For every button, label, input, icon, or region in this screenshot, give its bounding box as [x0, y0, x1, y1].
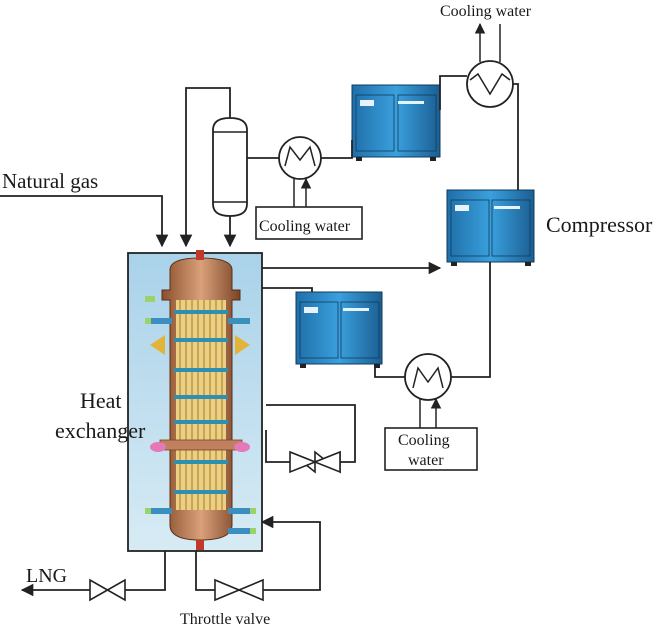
compressor-right: [446, 189, 535, 266]
label-cooling-water-mid: Cooling water: [259, 218, 351, 235]
compressor-icon: [295, 291, 383, 368]
throttle-valve-right: [289, 450, 341, 474]
heat-exchanger: [127, 250, 263, 552]
label-cooling-water-low-2: water: [408, 452, 444, 469]
compressor-top: [351, 84, 441, 161]
cooler-icon: [466, 60, 514, 108]
cooler-icon: [278, 136, 322, 180]
throttle-valve-bottom: [214, 578, 264, 602]
throttle-valve-icon: [214, 578, 264, 602]
cooling-water-box-mid: [255, 206, 363, 240]
throttle-valve-icon: [289, 450, 341, 474]
separator-icon: [212, 117, 248, 217]
label-lng: LNG: [26, 565, 67, 587]
label-heat-exchanger-1: Heat: [80, 388, 122, 413]
label-cooling-water-low-1: Cooling: [398, 432, 450, 449]
cooler-mid: [278, 136, 322, 180]
piping: [0, 22, 519, 597]
label-cooling-water-top: Cooling water: [440, 3, 532, 20]
throttle-valve-lng: [89, 578, 126, 602]
label-throttle-valve: Throttle valve: [180, 611, 270, 628]
separator: [212, 117, 248, 217]
throttle-valve-icon: [89, 578, 126, 602]
cooling-water-box-low: [384, 427, 478, 471]
cooler-bottom: [404, 353, 452, 401]
compressor-icon: [351, 84, 441, 161]
heat-exchanger-icon: [145, 250, 256, 550]
label-compressor: Compressor: [546, 212, 653, 237]
compressor-icon: [446, 189, 535, 266]
compressor-bottom: [295, 291, 383, 368]
label-heat-exchanger-2: exchanger: [55, 418, 146, 443]
label-natural-gas: Natural gas: [2, 169, 98, 193]
cooler-icon: [404, 353, 452, 401]
cooler-top: [466, 60, 514, 108]
